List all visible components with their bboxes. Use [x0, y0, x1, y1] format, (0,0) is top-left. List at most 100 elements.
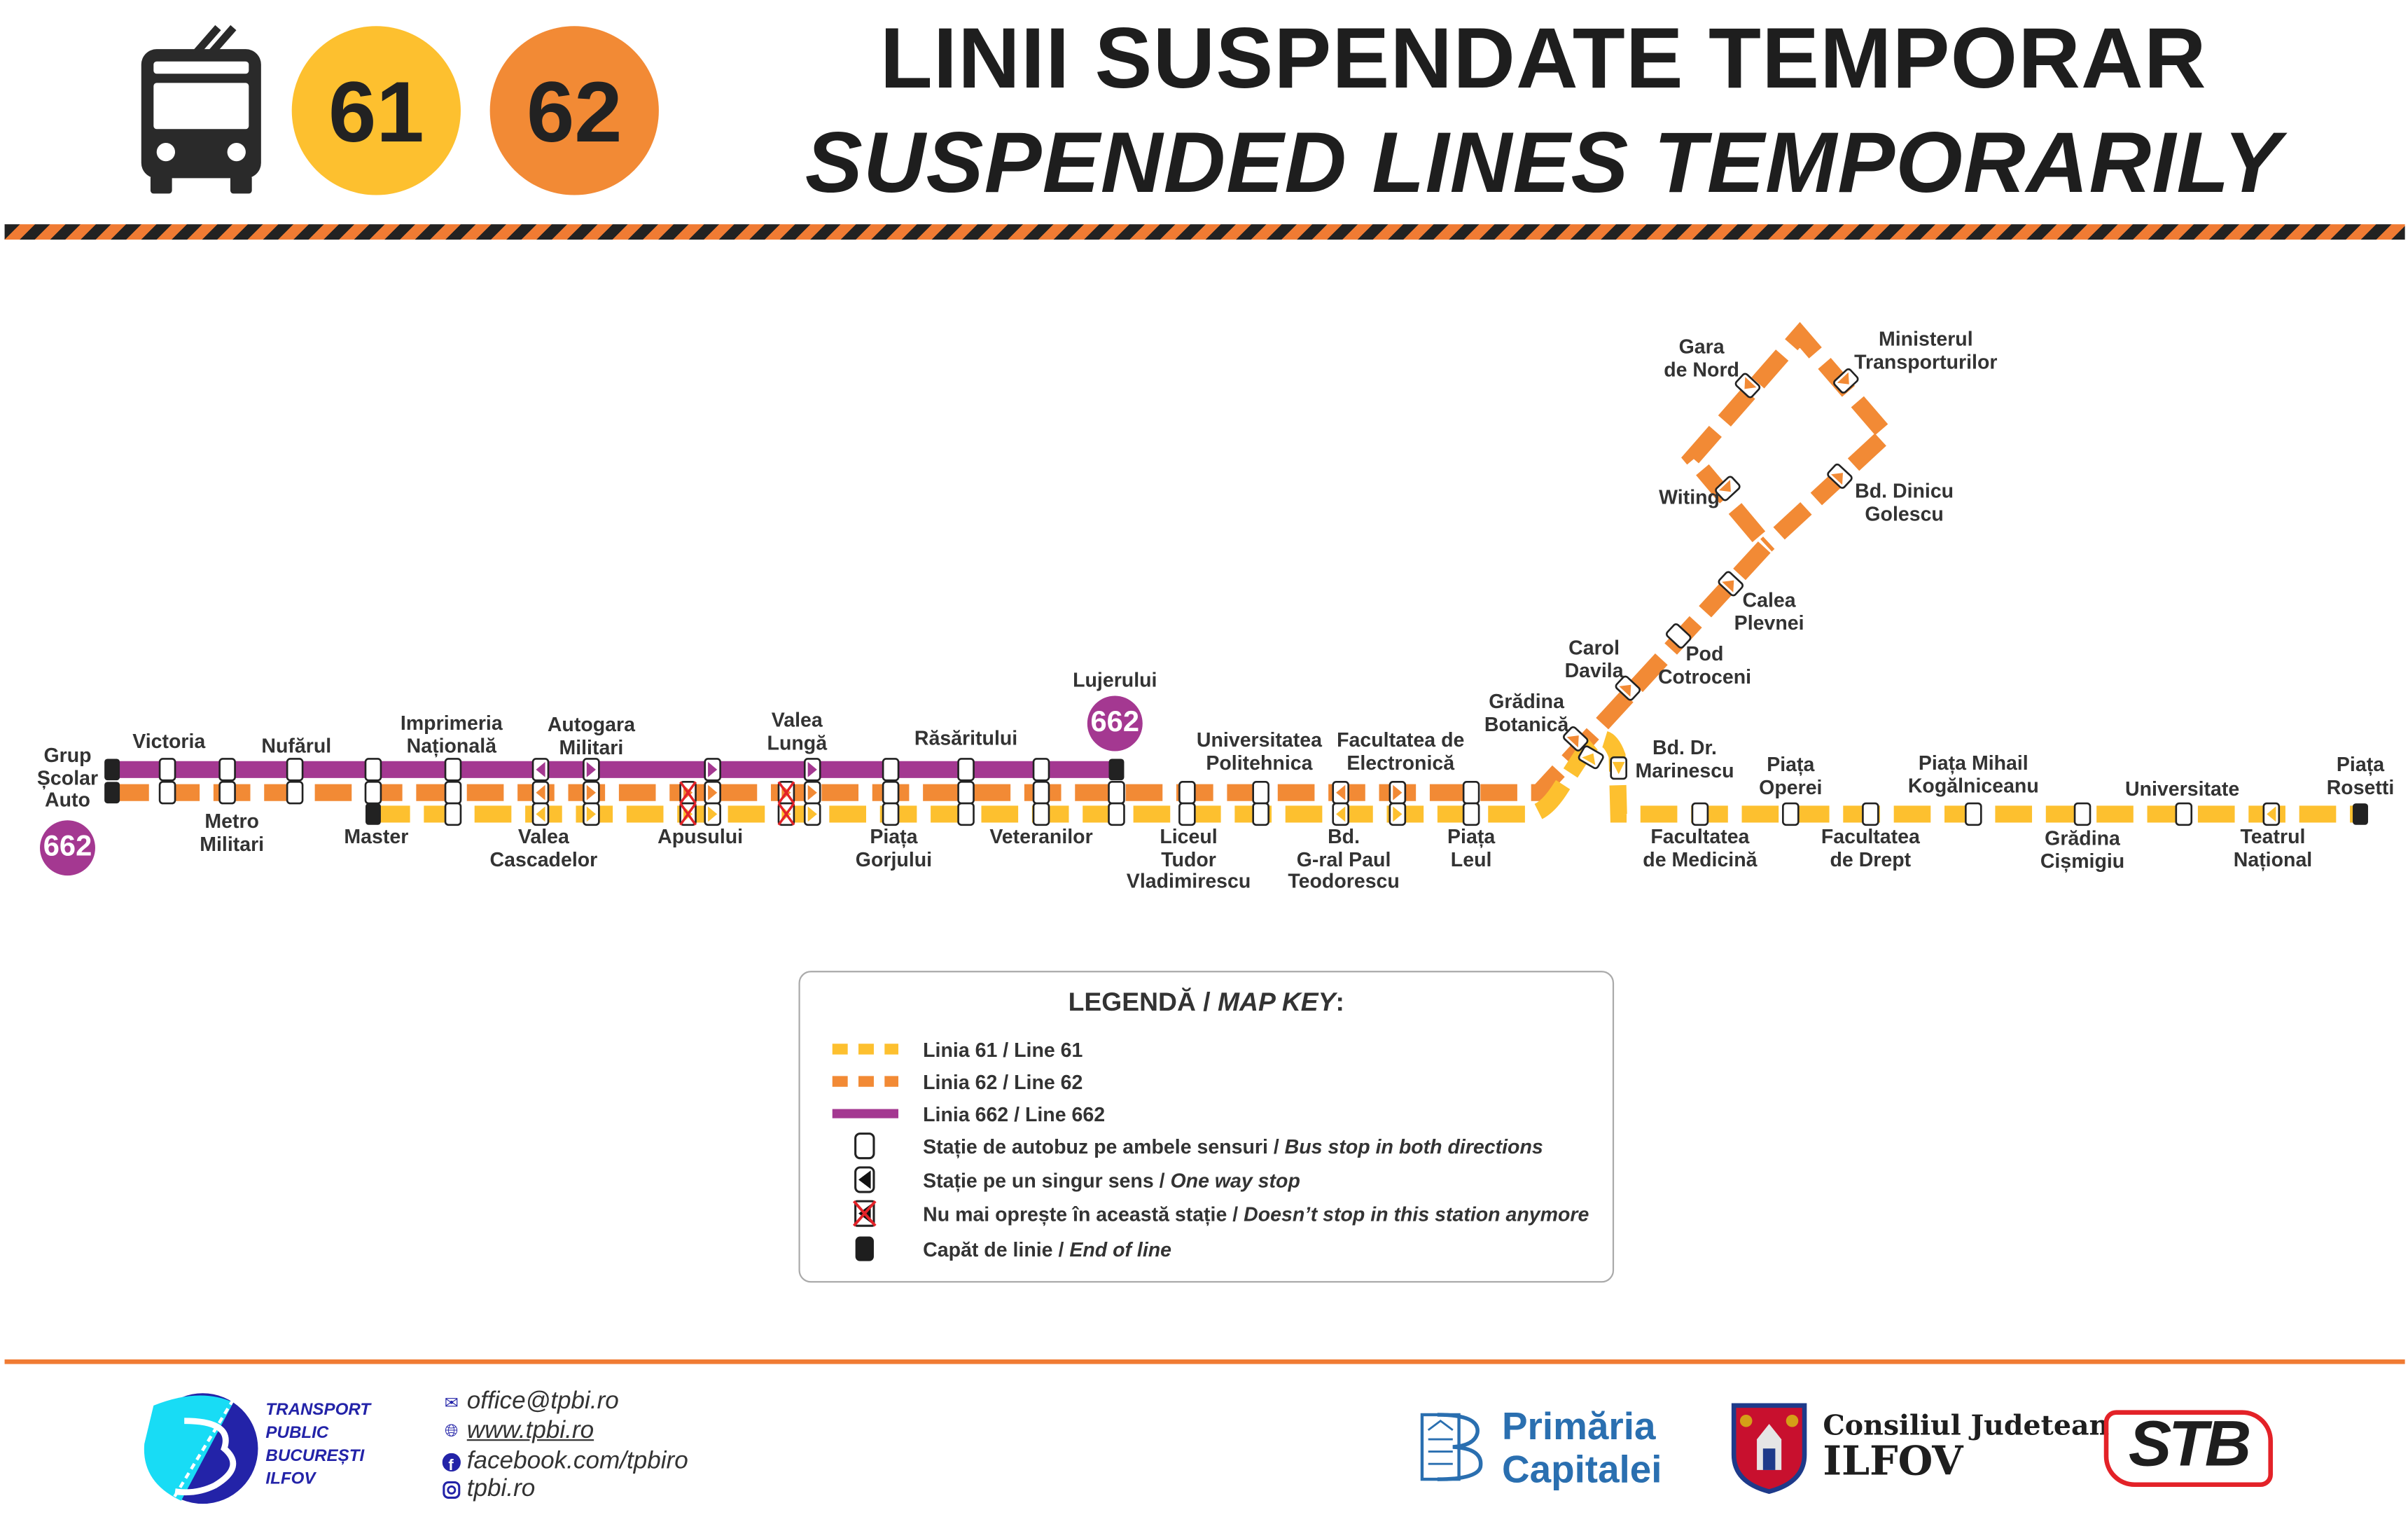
- one-way-stop-marker: [1332, 802, 1349, 826]
- one-way-stop-marker: [704, 781, 721, 805]
- instagram-link[interactable]: tpbi.ro: [466, 1476, 536, 1502]
- hazard-stripe: [4, 224, 2405, 240]
- bus-stop-marker: [2073, 802, 2092, 826]
- station-label: Grădina Botanică: [1484, 689, 1569, 735]
- line-62-badge: 62: [489, 26, 659, 195]
- one-way-stop-marker: [1833, 368, 1859, 394]
- contact-instagram[interactable]: tpbi.ro: [443, 1476, 536, 1504]
- line-61-badge: 61: [291, 26, 461, 195]
- one-way-stop-marker: [583, 758, 600, 782]
- station-label: Piața Leul: [1447, 824, 1496, 871]
- bus-stop-marker: [1965, 802, 1982, 826]
- end-of-line-marker: [1108, 758, 1125, 781]
- bus-stop-marker: [286, 781, 304, 805]
- station-label: Bd. G-ral Paul Teodorescu: [1288, 824, 1400, 893]
- facebook-link[interactable]: facebook.com/tpbiro: [466, 1448, 688, 1475]
- one-way-stop-marker: [1610, 756, 1627, 780]
- end-of-line-icon: [855, 1236, 874, 1261]
- tpbi-logo: [144, 1393, 258, 1504]
- facebook-icon: f: [442, 1453, 461, 1472]
- station-label: Universitate: [2124, 777, 2240, 801]
- bus-stop-marker: [957, 781, 975, 805]
- one-way-stop-marker: [1332, 781, 1349, 805]
- contact-email[interactable]: ✉office@tpbi.ro: [443, 1389, 619, 1416]
- station-label: Facultatea de Drept: [1821, 824, 1920, 871]
- bus-stop-marker: [2175, 802, 2193, 826]
- station-label: Calea Plevnei: [1734, 588, 1804, 634]
- station-label: Grup Școlar Auto: [36, 743, 99, 812]
- contact-web[interactable]: 🌐︎ www.tpbi.ro: [443, 1418, 594, 1445]
- bus-stop-marker: [444, 802, 462, 826]
- primaria-logo-icon: [1420, 1413, 1483, 1481]
- station-label: Carol Davila: [1564, 636, 1624, 681]
- removed-stop-marker: [679, 781, 697, 805]
- one-way-stop-marker: [1715, 476, 1741, 501]
- globe-icon: 🌐︎: [445, 1421, 459, 1441]
- station-label: Witing: [1659, 485, 1720, 508]
- legend-item-line-61: Linia 61 / Line 61: [800, 1035, 1083, 1062]
- instagram-icon: [443, 1481, 461, 1499]
- bus-stop-marker: [1691, 802, 1709, 826]
- bus-stop-marker: [1782, 802, 1800, 826]
- removed-stop-marker: [777, 802, 795, 826]
- tpbi-name: TRANSPORT PUBLIC BUCUREȘTI ILFOV: [265, 1401, 371, 1489]
- station-label: Facultatea de Medicină: [1643, 824, 1758, 871]
- one-way-stop-marker: [1718, 571, 1744, 597]
- one-way-stop-marker: [531, 758, 550, 782]
- end-of-line-marker: [104, 782, 120, 804]
- legend-label: Linia 62 / Line 62: [923, 1069, 1083, 1093]
- station-label: Facultatea de Electronică: [1337, 728, 1465, 774]
- one-way-stop-marker: [583, 802, 600, 826]
- title-ro: LINII SUSPENDATE TEMPORAR: [879, 9, 2207, 106]
- one-way-stop-marker: [704, 758, 721, 782]
- bus-stop-marker: [1178, 802, 1196, 826]
- bus-stop-marker: [1032, 781, 1050, 805]
- legend-item-end-of-line: Capăt de linie / End of line: [800, 1235, 1171, 1262]
- one-way-stop-marker: [583, 781, 600, 805]
- stb-logo-frame: [2103, 1410, 2273, 1488]
- email-link[interactable]: office@tpbi.ro: [466, 1388, 619, 1415]
- bus-stop-marker: [1862, 802, 1879, 826]
- bus-stop-marker: [1108, 781, 1125, 805]
- legend-sep: /: [1195, 988, 1218, 1017]
- legend-item-bus-stop: Stație de autobuz pe ambele sensuri / Bu…: [800, 1132, 1543, 1160]
- contact-facebook[interactable]: f facebook.com/tpbiro: [442, 1448, 688, 1476]
- website-link[interactable]: www.tpbi.ro: [466, 1418, 594, 1444]
- bus-stop-marker: [218, 781, 236, 805]
- one-way-stop-marker: [1615, 675, 1641, 701]
- station-label: Nufărul: [261, 734, 332, 758]
- station-label: Piața Rosetti: [2326, 752, 2395, 798]
- bus-stop-marker: [1462, 802, 1480, 826]
- one-way-stop-marker: [1827, 463, 1853, 489]
- stb-logo: STB: [2128, 1407, 2251, 1480]
- station-label: Autogara Militari: [547, 712, 635, 758]
- legend-label: Linia 61 / Line 61: [923, 1037, 1083, 1061]
- dashed-yellow-line-icon: [832, 1044, 899, 1055]
- end-of-line-marker: [104, 758, 120, 781]
- legend-item-line-62: Linia 62 / Line 62: [800, 1067, 1083, 1095]
- one-way-stop-marker: [1389, 781, 1407, 805]
- bus-stop-marker: [444, 758, 462, 782]
- station-label: Teatrul Național: [2233, 824, 2313, 871]
- station-label: Master: [344, 824, 409, 848]
- end-of-line-marker: [365, 803, 381, 825]
- station-label: Liceul Tudor Vladimirescu: [1126, 824, 1251, 893]
- legend-label: Stație de autobuz pe ambele sensuri / Bu…: [923, 1134, 1543, 1158]
- station-label: Bd. Dr. Marinescu: [1635, 735, 1734, 782]
- bus-stop-marker: [1666, 623, 1692, 649]
- legend-item-one-way-stop: Stație pe un singur sens / One way stop: [800, 1166, 1300, 1193]
- one-way-stop-marker: [1734, 373, 1761, 399]
- one-way-stop-marker: [531, 802, 550, 826]
- bus-stop-marker: [286, 758, 304, 782]
- station-label: Grădina Cișmigiu: [2040, 826, 2125, 872]
- bus-stop-marker: [218, 758, 236, 782]
- one-way-stop-marker: [1578, 745, 1604, 770]
- trolleybus-icon: [141, 25, 261, 194]
- station-label: Universitatea Politehnica: [1196, 728, 1323, 774]
- removed-stop-marker: [679, 802, 697, 826]
- route-662-badge: 662: [1087, 695, 1143, 751]
- station-label: Gara de Nord: [1664, 335, 1739, 380]
- legend-title-en: MAP KEY: [1217, 988, 1336, 1017]
- bus-stop-marker: [1178, 781, 1196, 805]
